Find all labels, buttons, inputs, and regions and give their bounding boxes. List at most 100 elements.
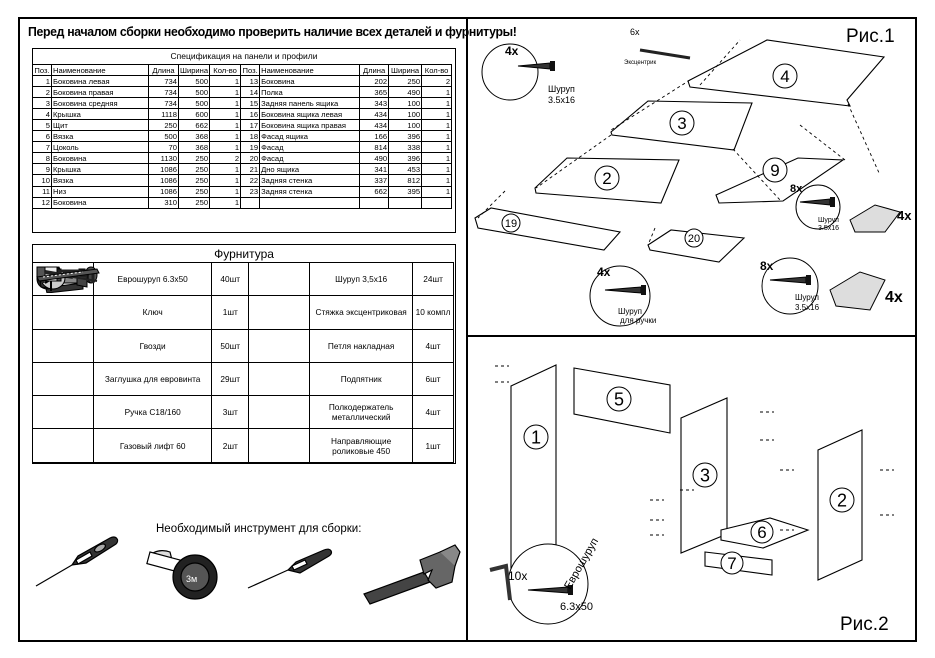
spec-caption: Спецификация на панели и профили <box>170 51 318 61</box>
page-title: Перед началом сборки необходимо проверит… <box>28 24 517 39</box>
tools-title: Необходимый инструмент для сборки: <box>156 523 362 535</box>
spec-cell: 12 <box>32 196 52 209</box>
spec-cell: 1 <box>209 196 242 209</box>
spec-cell: Щит <box>51 119 149 132</box>
spec-table-box: Спецификация на панели и профили Поз.Наи… <box>32 48 456 233</box>
spec-cell: 5 <box>32 119 52 132</box>
spec-cell: 395 <box>388 185 423 198</box>
spec-cell: 434 <box>359 119 390 132</box>
spec-cell: 1 <box>421 119 453 132</box>
spec-cell: 343 <box>359 97 390 110</box>
spec-cell: Цоколь <box>51 141 149 154</box>
spec-cell: 396 <box>388 130 423 143</box>
spec-cell: Боковина левая <box>51 75 149 88</box>
hardware-qty: 1шт <box>412 428 454 463</box>
spec-cell: 1 <box>209 108 242 121</box>
spec-cell: 500 <box>177 97 211 110</box>
spec-cell: Боковина <box>259 75 361 88</box>
spec-cell <box>259 196 361 209</box>
spec-cell: 100 <box>388 119 423 132</box>
hardware-name: Заглушка для евровинта <box>92 361 213 397</box>
spec-cell: 1 <box>209 130 242 143</box>
spec-header-cell: Длина <box>148 63 179 77</box>
spec-cell: 1086 <box>148 174 179 187</box>
spec-cell: Крышка <box>51 163 149 176</box>
spec-cell: 1 <box>209 86 242 99</box>
spec-cell: 734 <box>148 86 179 99</box>
spec-cell: Боковина правая <box>51 86 149 99</box>
vertical-divider <box>466 17 468 642</box>
spec-cell: 16 <box>240 108 261 121</box>
spec-cell: 337 <box>359 174 390 187</box>
hardware-qty: 4шт <box>412 395 454 430</box>
roller-guide-icon <box>35 267 311 463</box>
spec-cell: 1 <box>421 152 453 165</box>
cap-icon <box>32 266 94 397</box>
spec-cell: 600 <box>177 108 211 121</box>
spec-cell: Фасад ящика <box>259 130 361 143</box>
spec-cell: 500 <box>148 130 179 143</box>
spec-cell: 734 <box>148 75 179 88</box>
spec-cell: Фасад <box>259 141 361 154</box>
horizontal-divider <box>466 335 917 337</box>
hardware-name: Ручка С18/160 <box>92 395 213 430</box>
spec-cell: Боковина <box>51 152 149 165</box>
hardware-title: Фурнитура <box>214 247 274 261</box>
spec-cell: 11 <box>32 185 52 198</box>
spec-cell: 1 <box>421 185 453 198</box>
spec-cell: 1086 <box>148 185 179 198</box>
spec-cell: 18 <box>240 130 261 143</box>
spec-cell: Боковина <box>51 196 149 209</box>
spec-cell: 2 <box>209 152 242 165</box>
spec-cell: Вязка <box>51 174 149 187</box>
spec-cell: 1 <box>32 75 52 88</box>
spec-cell: 500 <box>177 86 211 99</box>
spec-cell: 100 <box>388 97 423 110</box>
spec-cell: Фасад <box>259 152 361 165</box>
spec-cell: 19 <box>240 141 261 154</box>
hardware-name: Полкодержатель металлический <box>309 395 414 430</box>
spec-cell: 1 <box>421 174 453 187</box>
spec-cell: 1 <box>209 119 242 132</box>
spec-cell <box>240 196 261 209</box>
spec-cell: 500 <box>177 75 211 88</box>
spec-cell: 310 <box>148 196 179 209</box>
nail-icon <box>32 267 94 363</box>
hardware-qty: 29шт <box>211 361 250 397</box>
spec-cell: 250 <box>177 174 211 187</box>
fig1-caption: Рис.1 <box>846 26 895 47</box>
glide-icon <box>40 268 311 397</box>
spec-header-cell: Поз. <box>240 63 261 77</box>
hardware-name: Еврошуруп 6.3х50 <box>92 261 213 297</box>
hinge-icon <box>37 265 311 363</box>
spec-cell: 7 <box>32 141 52 154</box>
hardware-name: Ключ <box>92 295 213 330</box>
spec-cell: 662 <box>177 119 211 132</box>
spec-cell: Задняя стенка <box>259 185 361 198</box>
spec-cell: 9 <box>32 163 52 176</box>
fig2-caption: Рис.2 <box>840 614 889 635</box>
spec-cell: 250 <box>177 196 211 209</box>
spec-cell: 8 <box>32 152 52 165</box>
spec-cell: Боковина ящика правая <box>259 119 361 132</box>
spec-cell: 814 <box>359 141 390 154</box>
hardware-name: Газовый лифт 60 <box>92 428 213 463</box>
spec-cell: Дно ящика <box>259 163 361 176</box>
spec-cell: 1 <box>421 130 453 143</box>
spec-header-cell: Кол-во <box>421 63 453 77</box>
spec-cell: 13 <box>240 75 261 88</box>
spec-cell: Полка <box>259 86 361 99</box>
spec-cell: Задняя стенка <box>259 174 361 187</box>
hardware-qty: 6шт <box>412 361 454 397</box>
spec-cell: Боковина ящика левая <box>259 108 361 121</box>
